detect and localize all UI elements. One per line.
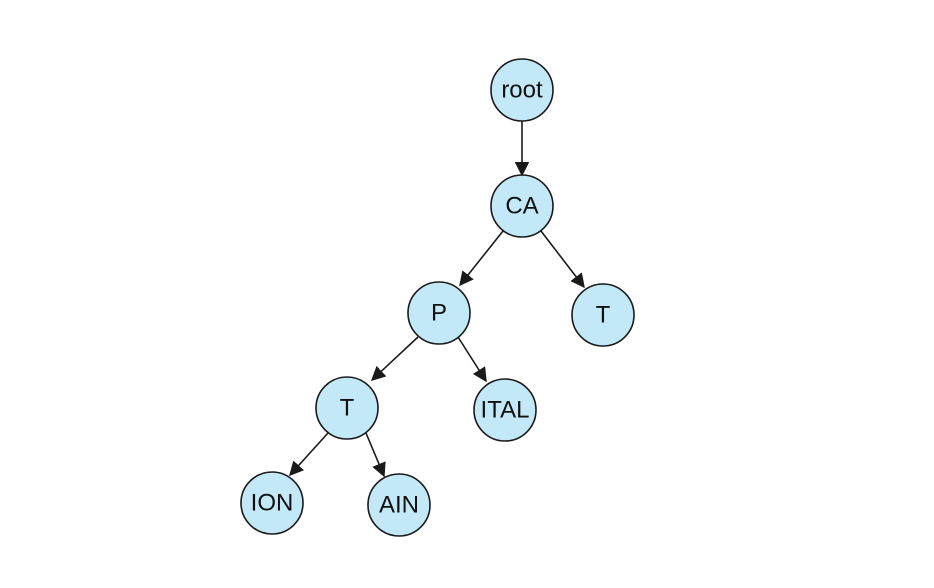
node-ain-label: AIN xyxy=(379,492,419,519)
edge-p-t-left xyxy=(370,336,419,381)
node-p: P xyxy=(407,281,471,345)
node-t-right-label: T xyxy=(596,302,611,329)
node-root: root xyxy=(490,58,554,122)
nodes: root CA P T T ITAL ION AIN xyxy=(240,58,635,537)
node-ca: CA xyxy=(490,174,554,238)
node-ital-label: ITAL xyxy=(481,397,530,424)
node-ital: ITAL xyxy=(473,378,537,442)
node-ion: ION xyxy=(240,471,304,535)
node-t-left: T xyxy=(315,376,379,440)
edge-t-ain xyxy=(365,432,386,478)
node-root-label: root xyxy=(501,77,543,104)
node-ca-label: CA xyxy=(505,193,538,220)
edges xyxy=(289,120,585,478)
edge-ca-t-right xyxy=(540,230,585,289)
node-t-left-label: T xyxy=(340,395,355,422)
edge-t-ion xyxy=(289,432,329,477)
edge-p-ital xyxy=(457,336,487,383)
node-p-label: P xyxy=(431,300,447,327)
node-ain: AIN xyxy=(367,473,431,537)
node-ion-label: ION xyxy=(251,490,294,517)
edge-ca-p xyxy=(459,230,504,287)
node-t-right: T xyxy=(571,283,635,347)
